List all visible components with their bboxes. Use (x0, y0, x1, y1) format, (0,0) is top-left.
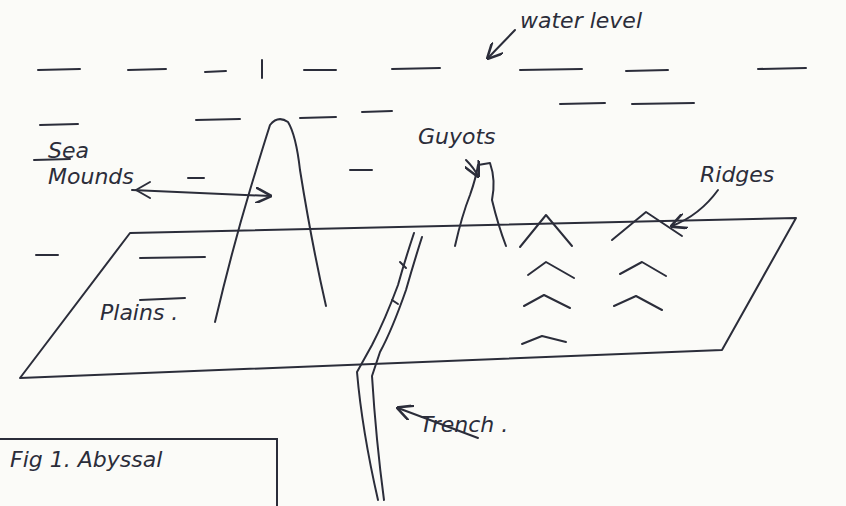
trench-mark (392, 262, 406, 304)
part-label: water level (520, 8, 642, 34)
arrow-tail (136, 182, 150, 198)
part-label: Sea Mounds (48, 138, 138, 190)
sea-mound (215, 119, 326, 322)
water-dash (34, 103, 694, 300)
ink-group (20, 30, 806, 500)
ridge (520, 212, 682, 247)
leader-line (488, 30, 515, 58)
part-label: Plains . (100, 300, 178, 326)
figure-caption: Fig 1. Abyssal (0, 440, 276, 480)
trench-wall (372, 237, 422, 500)
leader-line (132, 190, 270, 196)
part-label: Trench . (420, 412, 508, 438)
part-label: Ridges (700, 162, 774, 188)
ridge (528, 262, 666, 278)
leader-line (672, 190, 718, 226)
sea-floor-plane (20, 218, 796, 378)
ridge (522, 336, 566, 344)
leader-line (466, 160, 478, 176)
caption-box: Fig 1. Abyssal (0, 438, 278, 506)
ridge (524, 295, 662, 310)
trench-wall (357, 233, 414, 500)
part-label: Guyots (418, 124, 496, 150)
guyot (455, 163, 506, 246)
water-dash (38, 60, 806, 78)
